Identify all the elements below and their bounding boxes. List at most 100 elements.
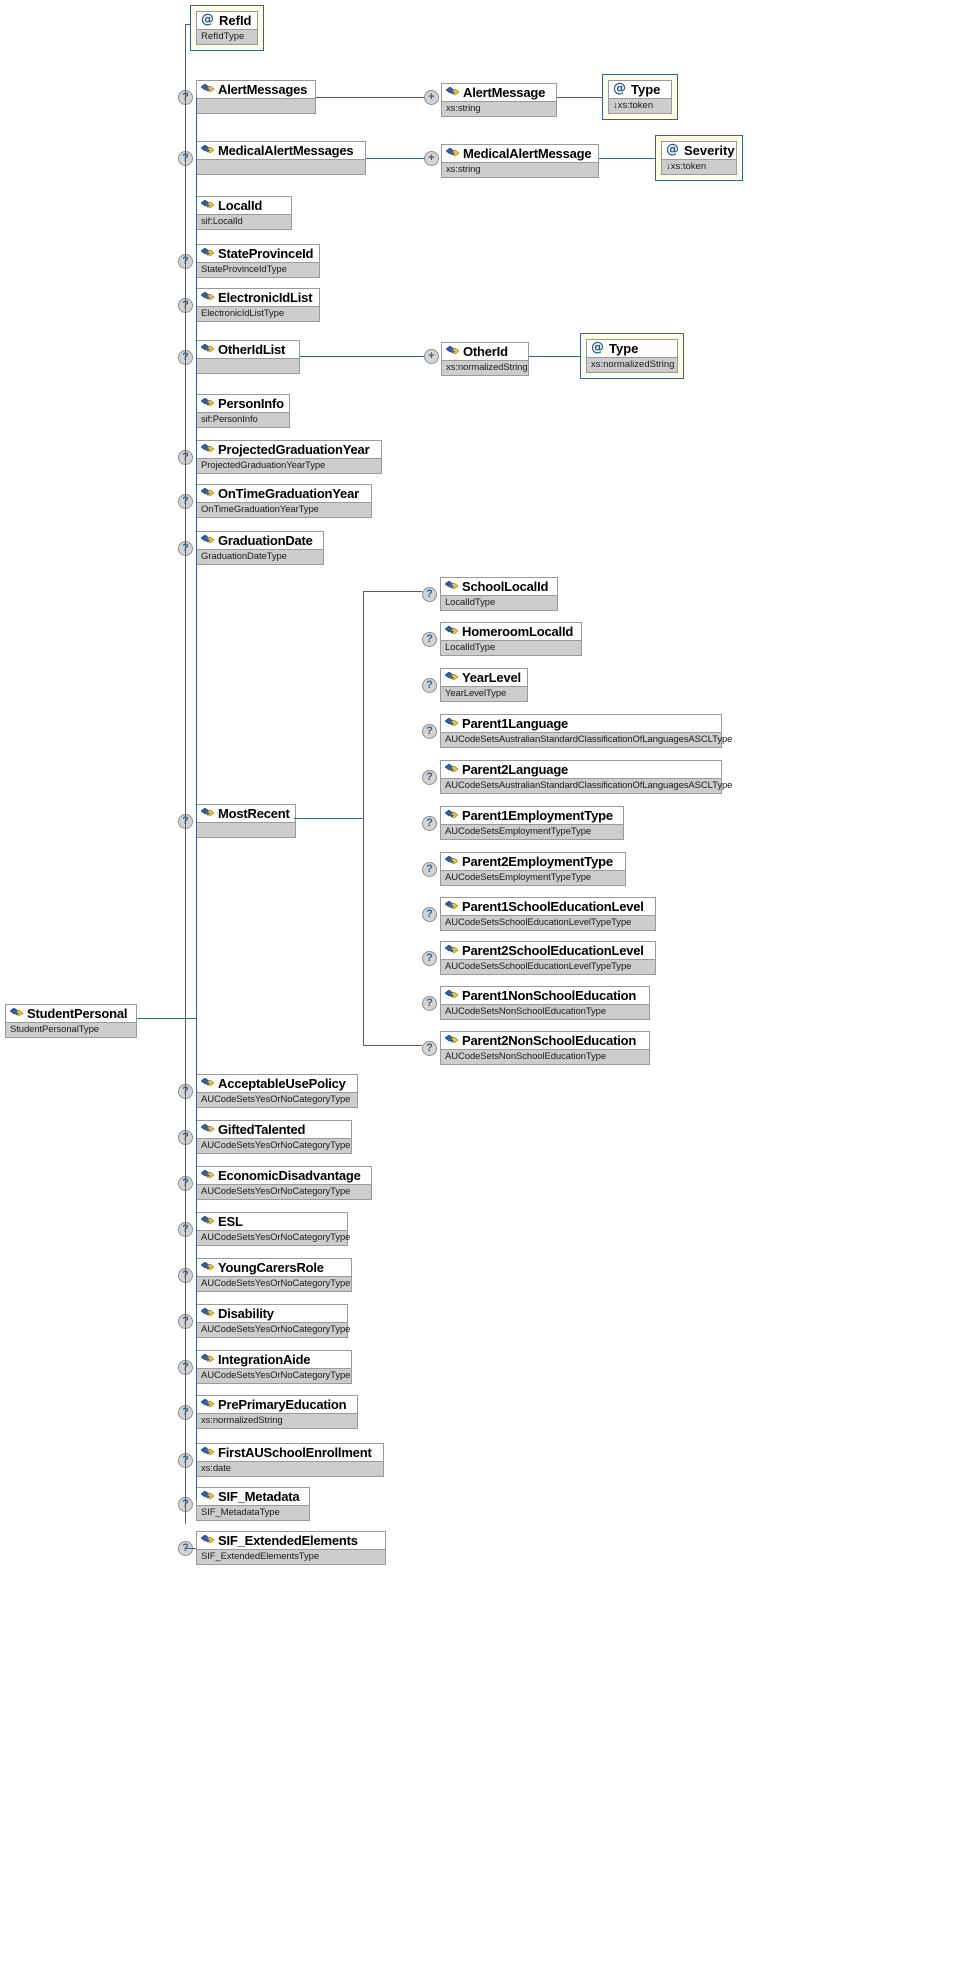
schema-element-alertmessages[interactable]: AlertMessages — [196, 80, 316, 114]
element-type: xs:string — [442, 162, 598, 177]
optional-marker[interactable]: ? — [422, 816, 437, 831]
element-icon — [201, 248, 214, 257]
element-icon — [201, 1216, 214, 1225]
element-type: StudentPersonalType — [6, 1022, 136, 1037]
element-type: AUCodeSetsYesOrNoCategoryType — [197, 1138, 351, 1153]
element-icon — [445, 672, 458, 681]
optional-marker[interactable]: ? — [422, 587, 437, 602]
element-icon — [201, 1124, 214, 1133]
optional-marker[interactable]: ? — [422, 1041, 437, 1056]
schema-attribute-type-frame: @Type↓xs:token — [602, 74, 678, 120]
element-icon — [445, 581, 458, 590]
schema-element-medicalalertmessages[interactable]: MedicalAlertMessages — [196, 141, 366, 175]
optional-marker[interactable]: ? — [422, 862, 437, 877]
element-type: LocalIdType — [441, 595, 557, 610]
element-icon — [201, 535, 214, 544]
element-name: SchoolLocalId — [441, 578, 557, 595]
connector-line — [185, 24, 190, 25]
optional-marker[interactable]: ? — [422, 907, 437, 922]
attribute-name: @Type — [613, 81, 661, 98]
element-type: xs:date — [197, 1461, 383, 1476]
element-icon — [201, 444, 214, 453]
element-type: xs:normalizedString — [442, 360, 528, 375]
connector-line — [557, 97, 602, 98]
element-name: PrePrimaryEducation — [197, 1396, 357, 1413]
optional-marker[interactable]: ? — [422, 951, 437, 966]
element-type: sif:PersonInfo — [197, 412, 289, 427]
optional-marker[interactable]: ? — [422, 678, 437, 693]
element-icon — [201, 292, 214, 301]
element-icon — [201, 1491, 214, 1500]
element-name: MedicalAlertMessage — [442, 145, 598, 162]
element-type: AUCodeSetsYesOrNoCategoryType — [197, 1230, 350, 1245]
element-icon — [445, 901, 458, 910]
element-icon — [445, 626, 458, 635]
optional-marker[interactable]: ? — [422, 770, 437, 785]
element-type — [197, 159, 365, 174]
element-type: AUCodeSetsNonSchoolEducationType — [441, 1049, 649, 1064]
at-sign-icon: @ — [666, 142, 679, 157]
element-type: SIF_MetadataType — [197, 1505, 309, 1520]
element-icon — [201, 84, 214, 93]
element-icon — [445, 1035, 458, 1044]
element-icon — [201, 145, 214, 154]
element-icon — [10, 1008, 23, 1017]
element-icon — [201, 1308, 214, 1317]
element-type: AUCodeSetsYesOrNoCategoryType — [197, 1276, 351, 1291]
element-name: OnTimeGraduationYear — [197, 485, 371, 502]
repeating-marker[interactable]: + — [424, 151, 439, 166]
schema-attribute-severity-frame: @Severity↓xs:token — [655, 135, 743, 181]
optional-marker[interactable]: ? — [422, 996, 437, 1011]
optional-marker[interactable]: ? — [422, 724, 437, 739]
schema-element-otheridlist[interactable]: OtherIdList — [196, 340, 300, 374]
schema-attribute-severity[interactable]: @Severity↓xs:token — [661, 141, 737, 175]
connector-line — [363, 591, 364, 1045]
element-icon — [201, 1262, 214, 1271]
element-name: AcceptableUsePolicy — [197, 1075, 357, 1092]
element-type: GraduationDateType — [197, 549, 323, 564]
schema-attribute-type[interactable]: @Type↓xs:token — [608, 80, 672, 114]
element-name: AlertMessage — [442, 84, 556, 101]
repeating-marker[interactable]: + — [424, 349, 439, 364]
schema-element-mostrecent[interactable]: MostRecent — [196, 804, 296, 838]
attribute-name: @Type — [591, 340, 639, 357]
element-name: MedicalAlertMessages — [197, 142, 365, 159]
repeating-marker[interactable]: + — [424, 90, 439, 105]
optional-marker[interactable]: ? — [422, 632, 437, 647]
